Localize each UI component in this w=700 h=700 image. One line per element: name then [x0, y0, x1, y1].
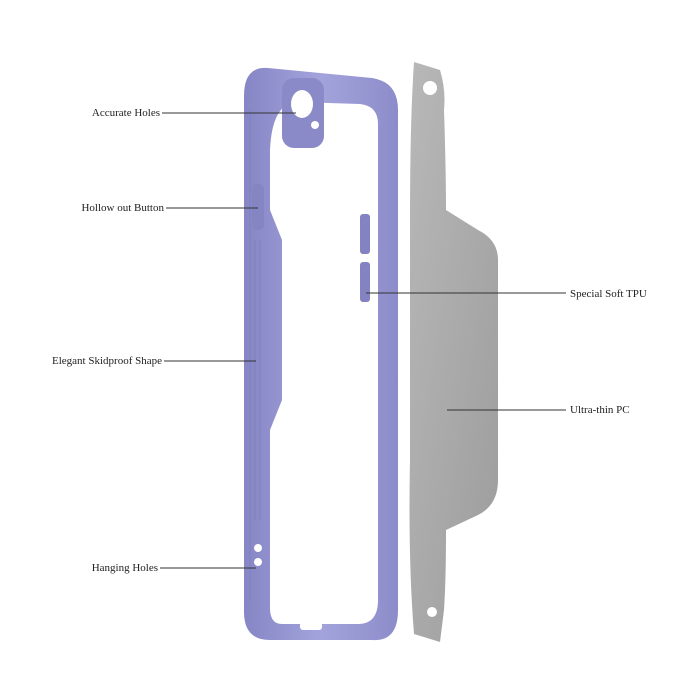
pc-back-panel [409, 62, 498, 642]
volume-down-cover [360, 262, 370, 302]
leader-lines [160, 112, 566, 569]
hanging-hole-top [254, 544, 262, 552]
callout-accurate-holes: Accurate Holes [91, 107, 160, 119]
bottom-port-hole [300, 622, 322, 630]
callout-ultra-thin-pc: Ultra-thin PC [570, 404, 630, 416]
flash-hole [311, 121, 319, 129]
panel-bottom-hole [427, 607, 437, 617]
hanging-hole-bottom [254, 558, 262, 566]
panel-camera-hole [423, 81, 437, 95]
callout-special-soft-tpu: Special Soft TPU [570, 288, 647, 300]
callout-hanging-holes: Hanging Holes [91, 562, 158, 574]
mute-switch-hole [360, 170, 372, 194]
power-button-cover [252, 184, 264, 230]
camera-hole [291, 90, 313, 118]
callout-elegant-skidproof-shape: Elegant Skidproof Shape [52, 355, 162, 367]
volume-up-cover [360, 214, 370, 254]
tpu-case-frame [244, 67, 398, 641]
skidproof-grooves [249, 110, 261, 600]
callout-hollow-out-button: Hollow out Button [81, 202, 164, 214]
